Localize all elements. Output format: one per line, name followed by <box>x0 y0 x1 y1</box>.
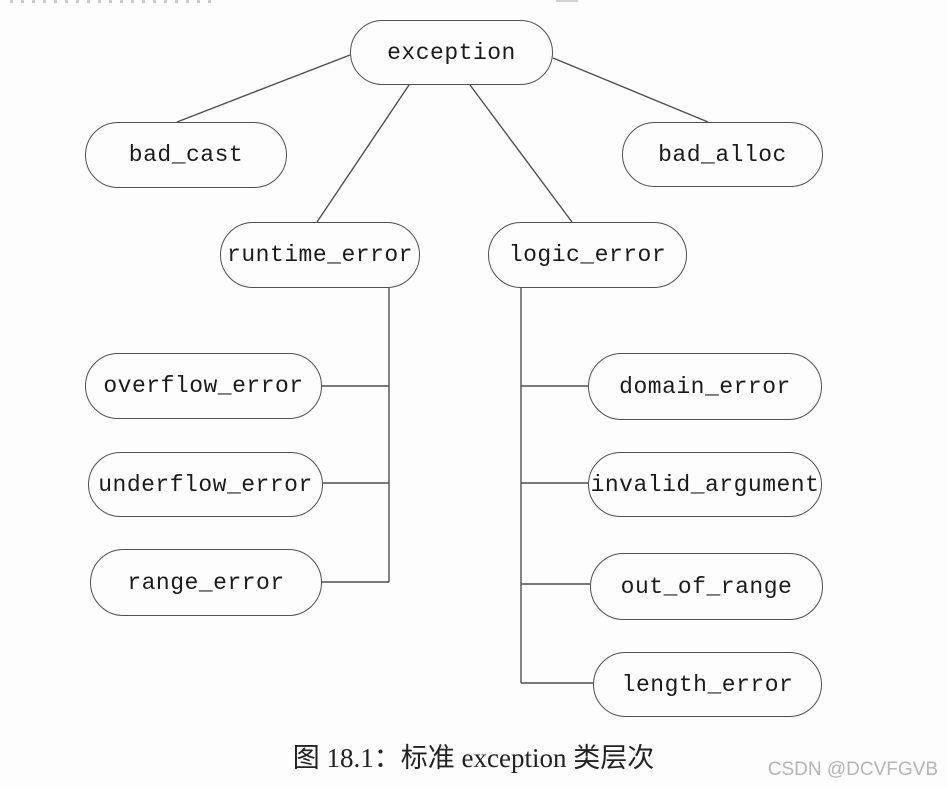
node-underflow-error: underflow_error <box>88 452 323 517</box>
edge-exception-bad_cast <box>176 54 351 123</box>
node-out-of-range: out_of_range <box>590 553 823 620</box>
edge-exception-runtime_error <box>316 84 410 223</box>
node-logic-error: logic_error <box>488 222 687 288</box>
node-length-error: length_error <box>593 652 822 717</box>
cropped-text-artifact-left <box>10 0 215 3</box>
figure-caption: 图 18.1：标准 exception 类层次 <box>292 743 655 773</box>
node-domain-error: domain_error <box>588 353 822 420</box>
node-invalid-argument: invalid_argument <box>588 452 822 517</box>
node-bad-cast: bad_cast <box>85 122 287 188</box>
node-overflow-error: overflow_error <box>85 353 322 419</box>
edge-exception-logic_error <box>469 84 573 223</box>
edge-exception-bad_alloc <box>552 57 709 123</box>
csdn-watermark: CSDN @DCVFGVB <box>767 759 938 780</box>
node-runtime-error: runtime_error <box>220 222 420 288</box>
node-bad-alloc: bad_alloc <box>622 122 823 187</box>
node-exception: exception <box>350 20 553 85</box>
cropped-text-artifact-center <box>556 0 578 2</box>
node-range-error: range_error <box>90 549 322 616</box>
